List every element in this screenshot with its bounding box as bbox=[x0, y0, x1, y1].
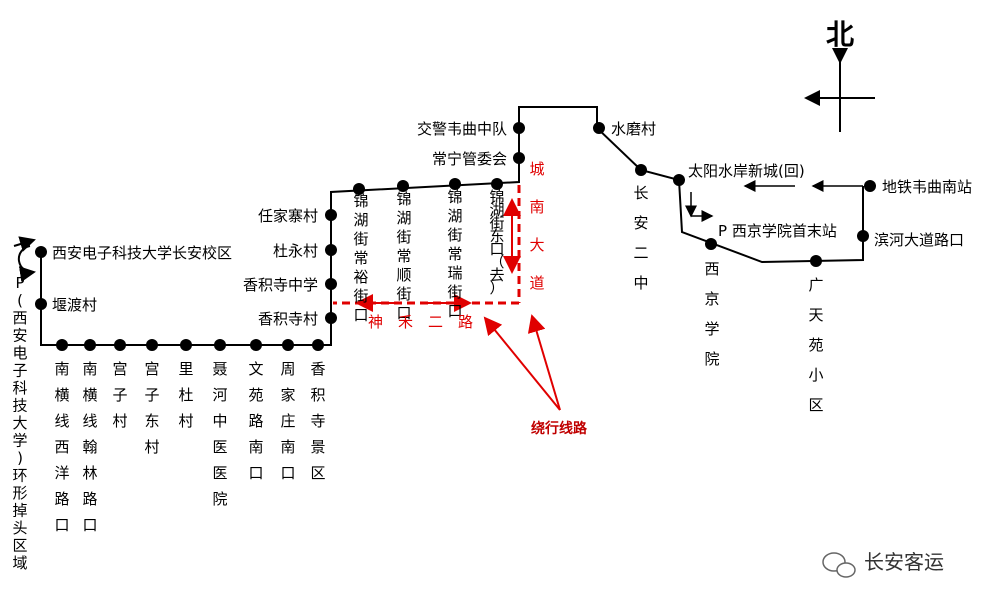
stop-dot-xijing[interactable] bbox=[705, 238, 717, 250]
watermark-text: 长安客运 bbox=[864, 550, 944, 574]
stop-dot-gongzi-dong[interactable] bbox=[146, 339, 158, 351]
stop-label-gongzi-dong: 宫子东村 bbox=[144, 360, 159, 456]
detour-route: 绕行线路 bbox=[333, 185, 588, 437]
stop-dot-wenyuan[interactable] bbox=[250, 339, 262, 351]
callout-arrow-2 bbox=[527, 314, 561, 411]
stop-label-lidu: 里杜村 bbox=[178, 360, 193, 430]
turnaround-loop bbox=[17, 245, 36, 283]
stop-dot-metro-weiqu-south[interactable] bbox=[864, 180, 876, 192]
stop-dot-jinhu-east[interactable] bbox=[491, 178, 503, 190]
stop-dot-xidian[interactable] bbox=[35, 246, 47, 258]
stop-dot-changyu[interactable] bbox=[353, 183, 365, 195]
north-label: 北 bbox=[826, 18, 854, 51]
stop-label-binhe: 滨河大道路口 bbox=[874, 231, 964, 249]
loop-terminal-label: P(西安电子科技大学)环形掉头区域 bbox=[12, 274, 27, 572]
stop-dot-niehe[interactable] bbox=[214, 339, 226, 351]
stop-label-shuimo: 水磨村 bbox=[611, 120, 656, 138]
stop-dot-changrui[interactable] bbox=[449, 178, 461, 190]
stop-dot-xiangji-scenic[interactable] bbox=[312, 339, 324, 351]
detour-annotation: 绕行线路 bbox=[531, 420, 588, 437]
stop-label-changning: 常宁管委会 bbox=[432, 150, 507, 168]
stop-dot-lidu[interactable] bbox=[180, 339, 192, 351]
stop-label-changrui: 锦湖街常瑞街口 bbox=[447, 188, 462, 320]
terminus-label: P 西京学院首末站 bbox=[718, 222, 837, 240]
stop-dot-changan-2[interactable] bbox=[635, 164, 647, 176]
stop-label-changyu: 锦湖街常裕街口 bbox=[353, 192, 368, 324]
stop-label-metro-weiqu-south: 地铁韦曲南站 bbox=[882, 178, 972, 196]
loop-arrow bbox=[13, 236, 36, 252]
stop-dot-nanheng-hanlin[interactable] bbox=[84, 339, 96, 351]
stop-label-xidian: 西安电子科技大学长安校区 bbox=[52, 244, 232, 262]
stop-label-jiaojing: 交警韦曲中队 bbox=[417, 120, 507, 138]
stop-dot-guangtianyuan[interactable] bbox=[810, 255, 822, 267]
stop-dot-zhoujiazhuang[interactable] bbox=[282, 339, 294, 351]
stop-label-wenyuan: 文苑路南口 bbox=[248, 360, 263, 482]
stop-label-gongzi: 宫子村 bbox=[112, 360, 127, 430]
stop-dot-changshun[interactable] bbox=[397, 180, 409, 192]
watermark: 长安客运 bbox=[822, 550, 944, 578]
stop-dot-duyong[interactable] bbox=[325, 244, 337, 256]
stop-label-taiyangshuian: 太阳水岸新城(回) bbox=[688, 162, 805, 180]
stop-label-guangtianyuan: 广天苑小区 bbox=[808, 276, 823, 414]
stop-dot-binhe[interactable] bbox=[857, 230, 869, 242]
wechat-icon-bubble bbox=[836, 562, 856, 578]
detour-road-south-label: 城南大道 bbox=[529, 160, 544, 292]
stop-dots bbox=[35, 122, 876, 351]
wechat-icon bbox=[822, 552, 846, 572]
stop-dot-taiyangshuian[interactable] bbox=[673, 174, 685, 186]
detour-road-shenhe-label: 神禾二路 bbox=[368, 313, 473, 331]
stop-dot-shuimo[interactable] bbox=[593, 122, 605, 134]
stop-label-niehe: 聂河中医医院 bbox=[212, 360, 227, 508]
stop-dot-nanheng-xiyang[interactable] bbox=[56, 339, 68, 351]
stop-label-jinhu-east: 锦湖街东口（去） bbox=[489, 188, 504, 297]
stop-label-yandu: 堰渡村 bbox=[52, 296, 97, 314]
stop-label-renjiazhai: 任家寨村 bbox=[258, 207, 318, 225]
stop-dot-yandu[interactable] bbox=[35, 298, 47, 310]
stop-dot-jiaojing[interactable] bbox=[513, 122, 525, 134]
stop-label-changshun: 锦湖街常顺街口 bbox=[396, 190, 411, 322]
stop-dot-gongzi[interactable] bbox=[114, 339, 126, 351]
stop-dot-xiangji-school[interactable] bbox=[325, 278, 337, 290]
stop-label-changan-2: 长安二中 bbox=[633, 184, 648, 292]
stop-label-xiangji-scenic: 香积寺景区 bbox=[310, 360, 325, 482]
stop-dot-renjiazhai[interactable] bbox=[325, 209, 337, 221]
stop-label-xiangji-school: 香积寺中学 bbox=[243, 276, 318, 294]
stop-label-zhoujiazhuang: 周家庄南口 bbox=[280, 360, 295, 482]
compass: 北 bbox=[804, 18, 875, 132]
stop-dot-changning[interactable] bbox=[513, 152, 525, 164]
stop-label-nanheng-xiyang: 南横线西洋路口 bbox=[54, 360, 69, 534]
callout-arrow-1 bbox=[483, 316, 561, 411]
stop-label-xiangjisi: 香积寺村 bbox=[258, 310, 318, 328]
stop-label-xijing: 西京学院 bbox=[704, 260, 719, 368]
stop-label-duyong: 杜永村 bbox=[273, 242, 318, 260]
stop-dot-xiangjisi[interactable] bbox=[325, 312, 337, 324]
stop-label-nanheng-hanlin: 南横线翰林路口 bbox=[82, 360, 97, 534]
